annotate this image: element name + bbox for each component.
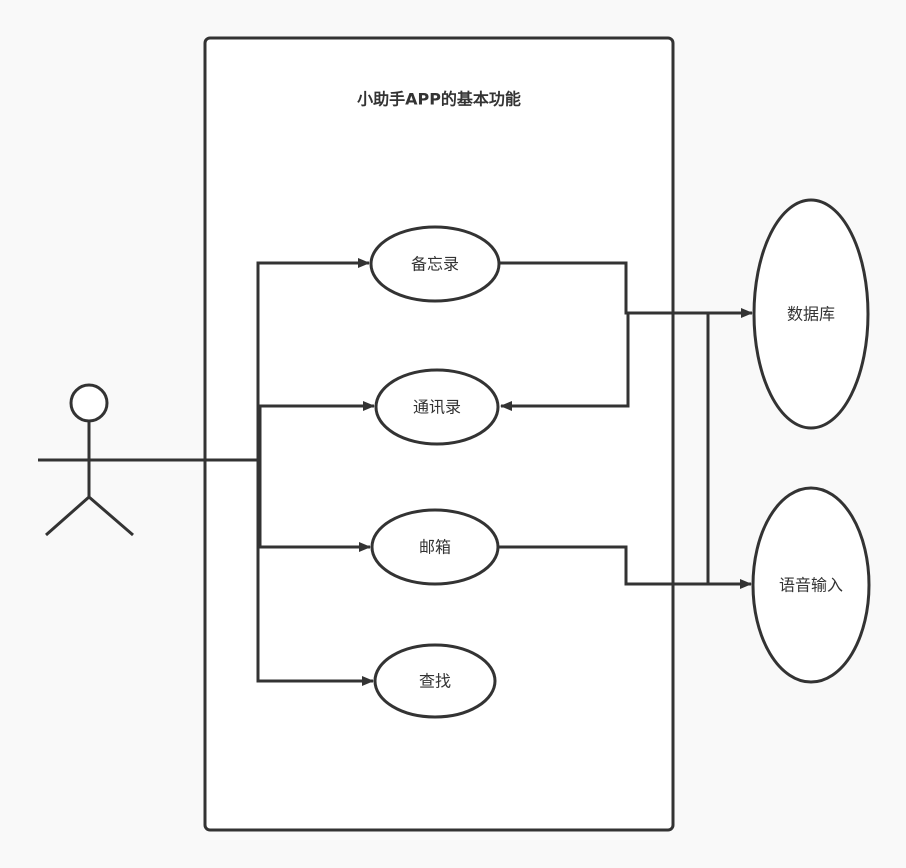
external-label: 语音输入 [779,576,843,595]
edge-memo-database[interactable] [499,261,753,318]
use-case-contacts[interactable]: 通讯录 [374,368,500,446]
external-label: 数据库 [787,305,835,324]
use-case-label: 查找 [419,672,451,691]
use-case-label: 备忘录 [411,255,459,274]
actor-left-leg [45,495,90,537]
use-case-search[interactable]: 查找 [373,643,497,719]
system-connections [498,261,753,589]
edge-database-contacts[interactable] [500,313,630,411]
external-voice-input[interactable]: 语音输入 [751,486,871,684]
actor[interactable] [38,383,140,537]
edge-actor-mailbox[interactable] [258,460,371,552]
system-title: 小助手APP的基本功能 [357,90,521,109]
use-case-label: 邮箱 [419,538,451,557]
actor-head [69,383,109,423]
use-case-label: 通讯录 [413,398,461,417]
use-case-mailbox[interactable]: 邮箱 [370,508,500,586]
edge-mailbox-voice[interactable] [498,545,752,589]
edge-actor-search[interactable] [256,460,374,686]
actor-right-leg [88,495,134,537]
external-database[interactable]: 数据库 [752,198,870,430]
edge-actor-memo[interactable] [140,258,370,462]
actor-connections [140,258,375,686]
use-case-memo[interactable]: 备忘录 [369,225,501,303]
